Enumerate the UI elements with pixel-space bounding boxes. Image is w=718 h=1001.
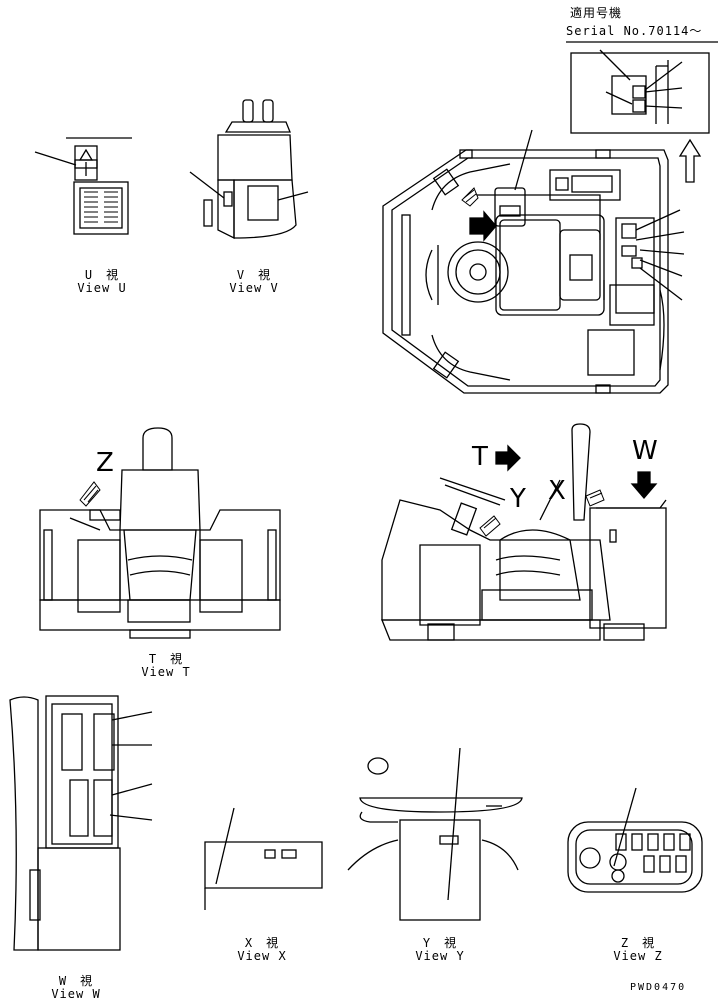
arrow-letter-w: W	[632, 436, 658, 466]
cab-top-view	[382, 129, 685, 394]
up-arrow-icon	[678, 138, 702, 183]
view-direction-arrow-icon	[495, 444, 521, 472]
cab-side-view	[381, 423, 667, 641]
view-w-en-label: View W	[51, 987, 101, 1001]
hatched-arrow-icon	[479, 489, 605, 537]
view-u-en-label: View U	[77, 281, 127, 295]
view-t-jp-label: T 視	[148, 652, 184, 666]
view-y-drawing	[347, 747, 523, 921]
view-u-jp-label: U 視	[84, 268, 120, 282]
arrow-letter-x: X	[548, 476, 566, 506]
applicable-serial-label: 適用号機	[570, 6, 623, 20]
view-u-drawing	[34, 137, 132, 235]
view-t-en-label: View T	[141, 665, 191, 679]
view-direction-arrow-icon	[469, 210, 497, 242]
view-w-drawing	[9, 695, 153, 951]
serial-number-label: Serial No.70114～	[566, 24, 703, 38]
view-v-en-label: View V	[229, 281, 279, 295]
view-x-jp-label: X 視	[244, 936, 280, 950]
view-v-drawing	[189, 99, 309, 240]
hatched-arrow-icon	[461, 187, 479, 207]
view-v-jp-label: V 視	[236, 268, 272, 282]
view-z-jp-label: Z 視	[620, 936, 656, 950]
view-y-jp-label: Y 視	[422, 936, 458, 950]
hatched-arrow-icon	[79, 481, 101, 507]
view-y-en-label: View Y	[415, 949, 465, 963]
view-x-en-label: View X	[237, 949, 287, 963]
serial-detail-box	[566, 41, 718, 134]
drawing-code-label: PWD0470	[630, 982, 687, 993]
view-t-drawing	[39, 427, 281, 639]
view-z-drawing	[567, 787, 703, 893]
arrow-letter-y: Y	[510, 484, 526, 514]
view-w-jp-label: W 視	[58, 974, 94, 988]
arrow-letter-z: Z	[96, 448, 114, 478]
arrow-letter-t: T	[472, 442, 488, 472]
view-z-en-label: View Z	[613, 949, 663, 963]
view-x-drawing	[204, 807, 323, 910]
view-direction-arrow-icon	[630, 471, 658, 499]
